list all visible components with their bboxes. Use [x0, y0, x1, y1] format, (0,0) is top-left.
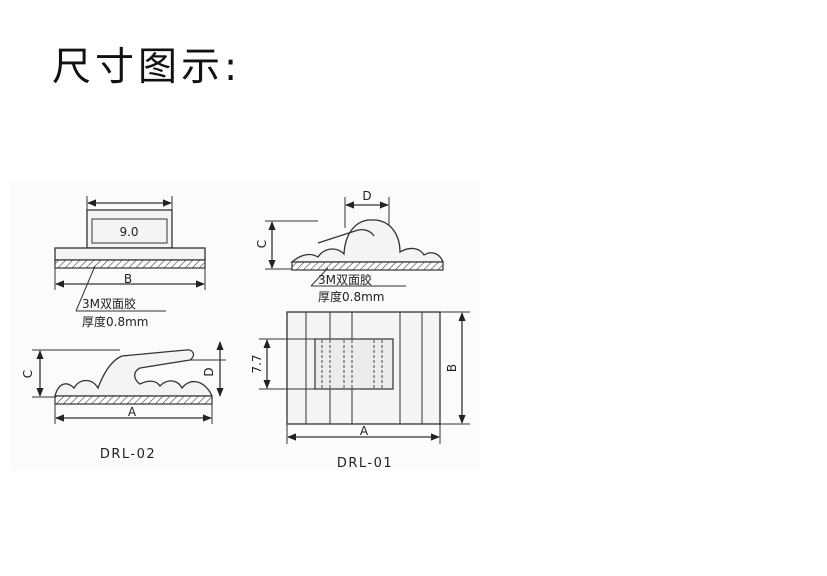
b-dimension-label: B — [445, 364, 459, 372]
thickness-label: 厚度0.8mm — [318, 289, 384, 304]
front-view-top-left: 9.0 B 3M双面胶 厚度0.8mm — [54, 196, 206, 329]
hook-profile — [290, 219, 444, 263]
tape-layer — [291, 261, 444, 271]
hook-profile — [54, 349, 214, 397]
model-label-drl-02: DRL-02 — [100, 447, 156, 462]
a-dimension-label: A — [128, 405, 137, 419]
top-view-drl-01: 7.7 B A DRL-01 — [250, 311, 470, 471]
width-dimension-label: 9.0 — [119, 225, 138, 239]
hook-lip — [317, 229, 375, 244]
side-view-top-right: D C 3M双面胶 厚度0.8mm — [255, 189, 444, 304]
tape-layer — [54, 395, 213, 405]
d-dimension-label: D — [362, 189, 371, 203]
c-dimension-label: C — [21, 370, 35, 378]
tape-layer — [54, 259, 206, 269]
tape-label: 3M双面胶 — [318, 272, 372, 287]
height-dimension-label: 7.7 — [250, 354, 264, 373]
hook-area — [314, 338, 394, 390]
clip-body-inner — [91, 218, 168, 244]
c-dimension-label: C — [255, 240, 269, 248]
tape-leader — [75, 265, 96, 312]
side-view-drl-02: C D A DRL-02 — [21, 341, 226, 462]
page-title: 尺寸图示: — [52, 45, 242, 90]
base-plate — [54, 247, 206, 261]
tape-label: 3M双面胶 — [82, 296, 136, 311]
b-dimension-label: B — [124, 272, 132, 286]
thickness-label: 厚度0.8mm — [82, 314, 148, 329]
d-dimension-label: D — [202, 367, 216, 376]
model-label-drl-01: DRL-01 — [337, 456, 393, 471]
a-dimension-label: A — [360, 424, 369, 438]
tape-leader — [310, 267, 329, 287]
